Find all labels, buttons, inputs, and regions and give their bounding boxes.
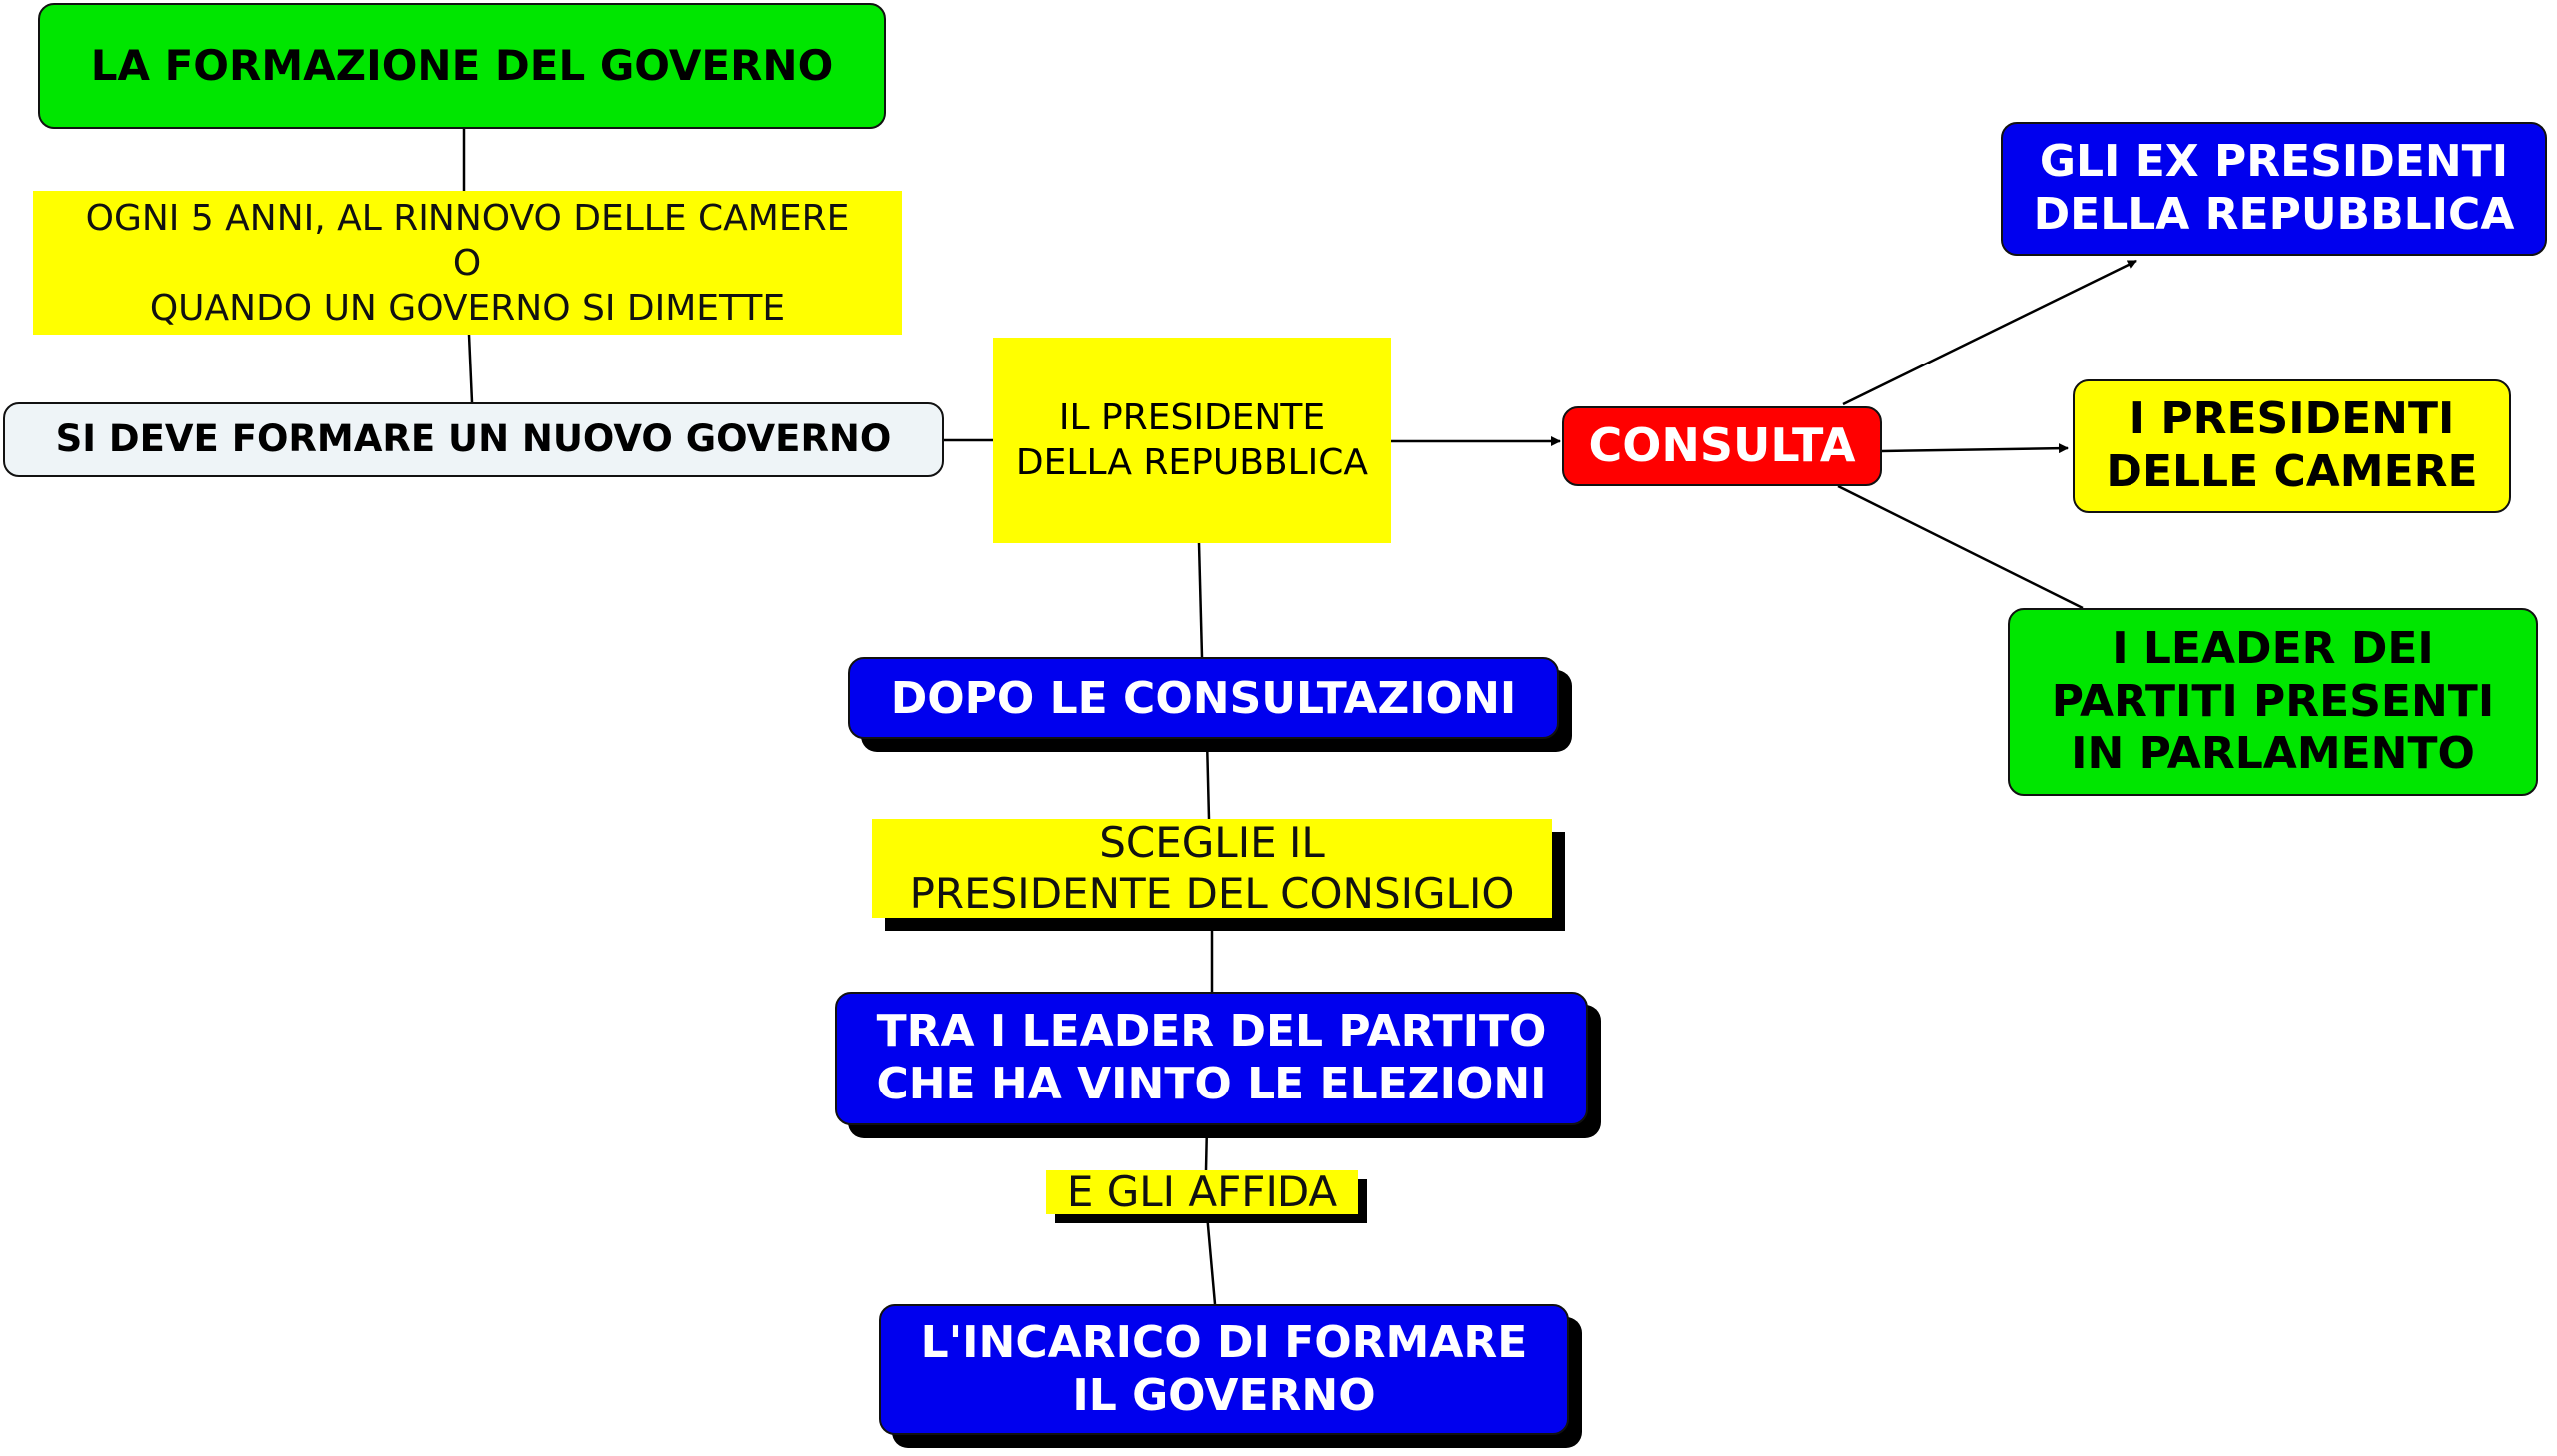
link-consulta-ex: [1842, 259, 2137, 406]
condition-node: OGNI 5 ANNI, AL RINNOVO DELLE CAMERE O Q…: [33, 191, 902, 335]
among-leaders-node: TRA I LEADER DEL PARTITO CHE HA VINTO LE…: [835, 992, 1588, 1125]
link-consulta-leader: [1837, 484, 2084, 610]
new-government-node: SI DEVE FORMARE UN NUOVO GOVERNO: [3, 402, 944, 477]
chooses-node: SCEGLIE IL PRESIDENTE DEL CONSIGLIO: [872, 818, 1552, 918]
after-consultations-node: DOPO LE CONSULTAZIONI: [848, 657, 1559, 739]
link-consulta-camere: [1881, 443, 2069, 454]
link-condition-new: [467, 334, 474, 403]
consulta-node: CONSULTA: [1562, 406, 1882, 486]
link-tra-affida: [1204, 1124, 1209, 1171]
entrusts-node: E GLI AFFIDA: [1046, 1167, 1358, 1216]
link-president-dopo: [1197, 542, 1204, 658]
link-dopo-sceglie: [1205, 738, 1211, 820]
mandate-node: L'INCARICO DI FORMARE IL GOVERNO: [879, 1304, 1569, 1435]
party-leaders-node: I LEADER DEI PARTITI PRESENTI IN PARLAME…: [2008, 608, 2538, 796]
president-node: IL PRESIDENTE DELLA REPUBBLICA: [993, 338, 1391, 543]
link-affida-incarico: [1205, 1213, 1217, 1305]
ex-presidents-node: GLI EX PRESIDENTI DELLA REPUBBLICA: [2001, 122, 2547, 256]
chamber-presidents-node: I PRESIDENTI DELLE CAMERE: [2073, 379, 2511, 513]
title-node: LA FORMAZIONE DEL GOVERNO: [38, 3, 886, 129]
